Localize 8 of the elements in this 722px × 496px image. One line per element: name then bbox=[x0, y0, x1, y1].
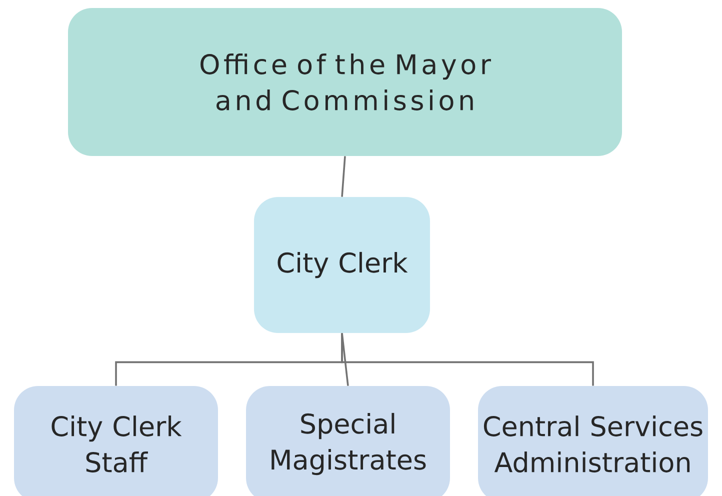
process-box: City Clerk Staff bbox=[14, 386, 218, 496]
process-box: Central Services Administration bbox=[478, 386, 708, 496]
connector-line bbox=[341, 156, 346, 197]
connector-line bbox=[341, 333, 594, 386]
process-box: Special Magistrates bbox=[246, 386, 450, 496]
process-box: City Clerk bbox=[254, 197, 430, 333]
header-box: Office of the Mayor and Commission bbox=[68, 8, 622, 156]
connector-line bbox=[341, 333, 349, 386]
